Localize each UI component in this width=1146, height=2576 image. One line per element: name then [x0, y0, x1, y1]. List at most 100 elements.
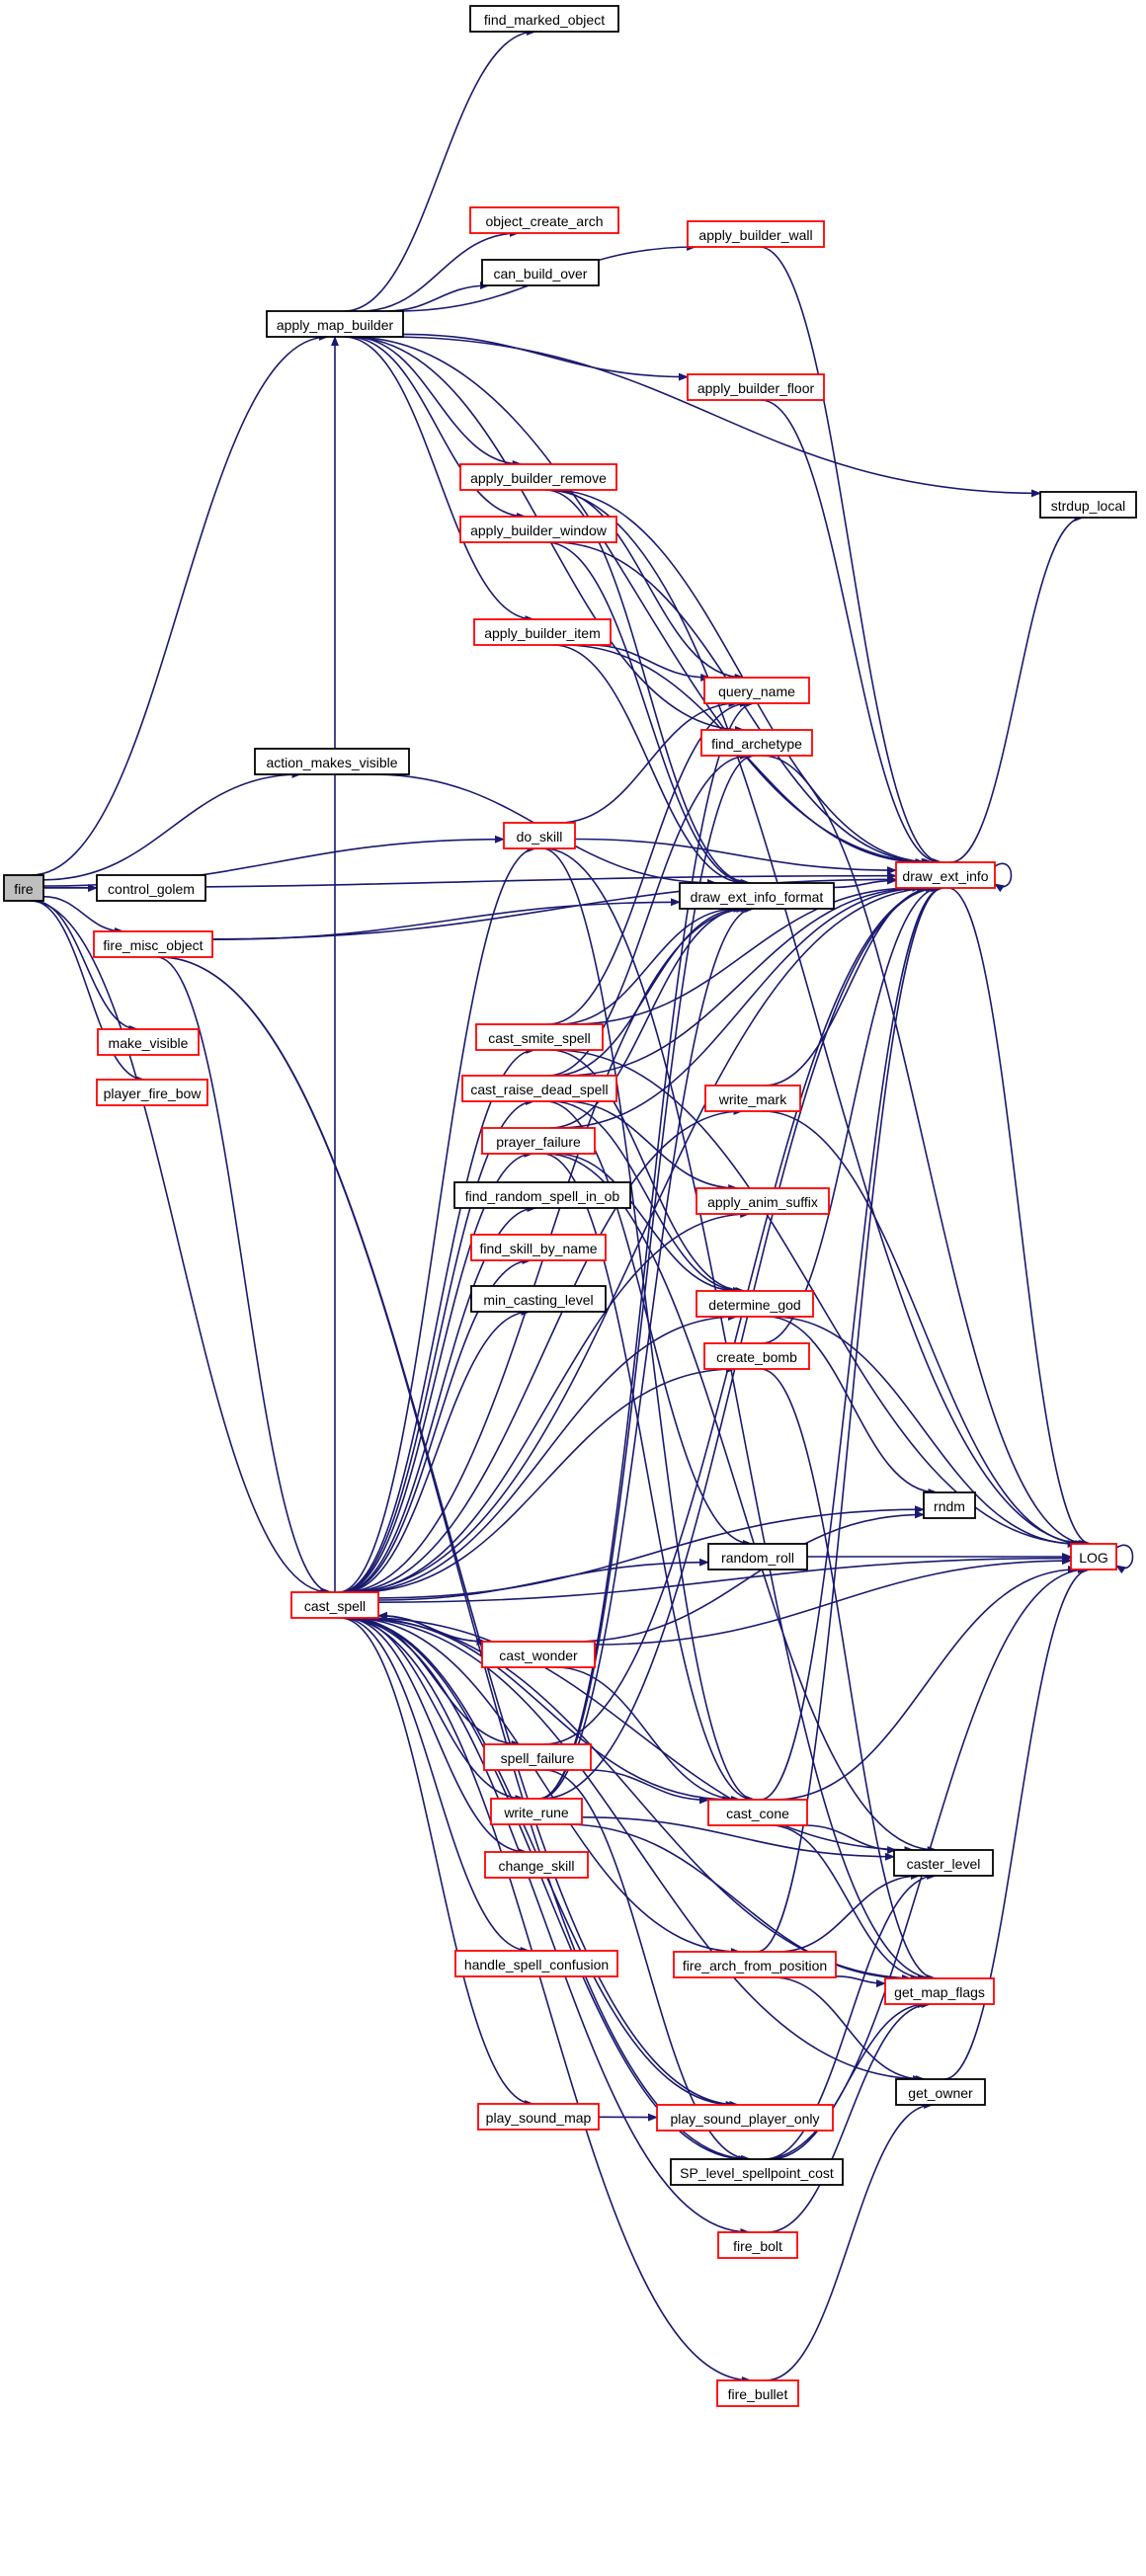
node-box-write_rune — [490, 1798, 583, 1825]
node-box-apply_builder_window — [459, 516, 617, 543]
node-find_skill_by_name[interactable]: find_skill_by_name — [470, 1234, 607, 1261]
edge-prayer_failure-to-draw_ext_info — [557, 884, 928, 1129]
node-draw_ext_info[interactable]: draw_ext_info — [895, 861, 996, 889]
node-play_sound_player_only[interactable]: play_sound_player_only — [656, 2104, 834, 2132]
node-find_marked_object[interactable]: find_marked_object — [469, 5, 619, 33]
edge-write_rune-to-caster_level — [581, 1816, 895, 1861]
node-fire_bullet[interactable]: fire_bullet — [716, 2379, 799, 2407]
edge-cast_spell-to-find_random_spell_in_ob — [341, 1204, 537, 1593]
node-find_random_spell_in_ob[interactable]: find_random_spell_in_ob — [453, 1181, 631, 1209]
node-apply_builder_item[interactable]: apply_builder_item — [473, 618, 612, 646]
node-apply_map_builder[interactable]: apply_map_builder — [266, 310, 404, 338]
node-label-prayer_failure: prayer_failure — [496, 1134, 581, 1150]
edge-apply_map_builder-to-apply_builder_item — [343, 336, 535, 623]
node-play_sound_map[interactable]: play_sound_map — [477, 2103, 600, 2131]
node-cast_raise_dead_spell[interactable]: cast_raise_dead_spell — [461, 1075, 617, 1102]
node-box-play_sound_player_only — [656, 2104, 834, 2132]
node-box-fire_arch_from_position — [673, 1951, 837, 1978]
edge-cast_spell-to-draw_ext_info — [345, 884, 937, 1593]
edge-apply_map_builder-to-apply_builder_remove — [352, 336, 523, 468]
node-label-change_skill: change_skill — [498, 1858, 574, 1874]
node-box-caster_level — [893, 1849, 994, 1877]
node-do_skill[interactable]: do_skill — [503, 822, 576, 849]
edge-cast_smite_spell-to-determine_god — [549, 1049, 746, 1295]
node-apply_anim_suffix[interactable]: apply_anim_suffix — [696, 1187, 830, 1215]
node-change_skill[interactable]: change_skill — [484, 1851, 589, 1879]
node-box-object_create_arch — [469, 206, 619, 234]
node-prayer_failure[interactable]: prayer_failure — [481, 1127, 596, 1155]
node-label-create_bomb: create_bomb — [716, 1349, 797, 1365]
node-cast_wonder[interactable]: cast_wonder — [481, 1641, 596, 1668]
node-query_name[interactable]: query_name — [703, 677, 810, 704]
node-fire[interactable]: fire — [3, 874, 44, 902]
node-box-handle_spell_confusion — [454, 1950, 618, 1977]
edge-cast_spell-to-caster_level — [365, 1617, 915, 1854]
node-box-find_archetype — [700, 729, 813, 757]
node-label-fire_arch_from_position: fire_arch_from_position — [683, 1958, 827, 1973]
node-action_makes_visible[interactable]: action_makes_visible — [254, 748, 410, 775]
edge-cast_spell-to-do_skill — [338, 845, 537, 1593]
node-can_build_over[interactable]: can_build_over — [481, 259, 600, 286]
node-box-fire — [3, 874, 44, 902]
node-fire_arch_from_position[interactable]: fire_arch_from_position — [673, 1951, 837, 1978]
node-write_mark[interactable]: write_mark — [704, 1085, 801, 1112]
node-apply_builder_wall[interactable]: apply_builder_wall — [687, 220, 825, 248]
node-cast_spell[interactable]: cast_spell — [290, 1591, 379, 1619]
node-strdup_local[interactable]: strdup_local — [1039, 491, 1137, 519]
edge-cast_raise_dead_spell-to-draw_ext_info_format — [553, 905, 744, 1077]
node-fire_bolt[interactable]: fire_bolt — [717, 2231, 798, 2259]
node-cast_cone[interactable]: cast_cone — [707, 1799, 808, 1826]
node-control_golem[interactable]: control_golem — [96, 874, 206, 902]
node-player_fire_bow[interactable]: player_fire_bow — [96, 1079, 208, 1106]
node-handle_spell_confusion[interactable]: handle_spell_confusion — [454, 1950, 618, 1977]
node-find_archetype[interactable]: find_archetype — [700, 729, 813, 757]
node-box-find_skill_by_name — [470, 1234, 607, 1261]
node-apply_builder_window[interactable]: apply_builder_window — [459, 516, 617, 543]
edge-apply_builder_remove-to-LOG — [544, 489, 1089, 1548]
node-box-fire_bullet — [716, 2379, 799, 2407]
node-spell_failure[interactable]: spell_failure — [483, 1743, 592, 1771]
node-label-apply_builder_remove: apply_builder_remove — [470, 470, 607, 486]
node-box-get_map_flags — [884, 1977, 995, 2005]
edge-fire_misc_object-to-SP_level_spellpoint_cost — [159, 956, 752, 2163]
node-caster_level[interactable]: caster_level — [893, 1849, 994, 1877]
node-label-draw_ext_info_format: draw_ext_info_format — [691, 889, 824, 905]
node-box-LOG — [1070, 1543, 1117, 1570]
node-determine_god[interactable]: determine_god — [696, 1290, 814, 1318]
node-min_casting_level[interactable]: min_casting_level — [470, 1285, 607, 1313]
node-object_create_arch[interactable]: object_create_arch — [469, 206, 619, 234]
node-box-apply_map_builder — [266, 310, 404, 338]
node-write_rune[interactable]: write_rune — [490, 1798, 583, 1825]
node-label-apply_builder_floor: apply_builder_floor — [697, 380, 815, 396]
node-box-cast_wonder — [481, 1641, 596, 1668]
node-SP_level_spellpoint_cost[interactable]: SP_level_spellpoint_cost — [670, 2158, 844, 2186]
node-make_visible[interactable]: make_visible — [97, 1028, 200, 1056]
node-get_owner[interactable]: get_owner — [895, 2078, 986, 2106]
edge-fire-to-apply_map_builder — [31, 333, 329, 876]
edge-cast_raise_dead_spell-to-apply_anim_suffix — [564, 1100, 739, 1192]
edge-write_rune-to-query_name — [538, 699, 756, 1800]
node-box-cast_cone — [707, 1799, 808, 1826]
edge-cast_spell-to-min_casting_level — [343, 1308, 532, 1593]
node-draw_ext_info_format[interactable]: draw_ext_info_format — [679, 882, 835, 910]
node-box-determine_god — [696, 1290, 814, 1318]
node-random_roll[interactable]: random_roll — [707, 1543, 808, 1570]
node-create_bomb[interactable]: create_bomb — [703, 1342, 810, 1370]
node-label-play_sound_player_only: play_sound_player_only — [671, 2111, 820, 2127]
node-rndm[interactable]: rndm — [923, 1491, 976, 1519]
edge-write_mark-to-draw_ext_info — [764, 884, 936, 1087]
node-box-cast_spell — [290, 1591, 379, 1619]
node-label-can_build_over: can_build_over — [494, 266, 588, 282]
node-apply_builder_remove[interactable]: apply_builder_remove — [459, 463, 617, 491]
node-fire_misc_object[interactable]: fire_misc_object — [93, 930, 213, 958]
node-box-can_build_over — [481, 259, 600, 286]
edge-apply_builder_window-to-draw_ext_info_format — [545, 541, 751, 887]
node-apply_builder_floor[interactable]: apply_builder_floor — [687, 373, 825, 401]
node-LOG[interactable]: LOG — [1070, 1543, 1117, 1570]
node-label-cast_smite_spell: cast_smite_spell — [488, 1030, 591, 1046]
node-box-create_bomb — [703, 1342, 810, 1370]
edge-draw_ext_info-to-LOG — [947, 887, 1093, 1548]
node-get_map_flags[interactable]: get_map_flags — [884, 1977, 995, 2005]
edge-apply_builder_remove-to-draw_ext_info_format — [544, 489, 752, 887]
node-cast_smite_spell[interactable]: cast_smite_spell — [475, 1023, 604, 1051]
